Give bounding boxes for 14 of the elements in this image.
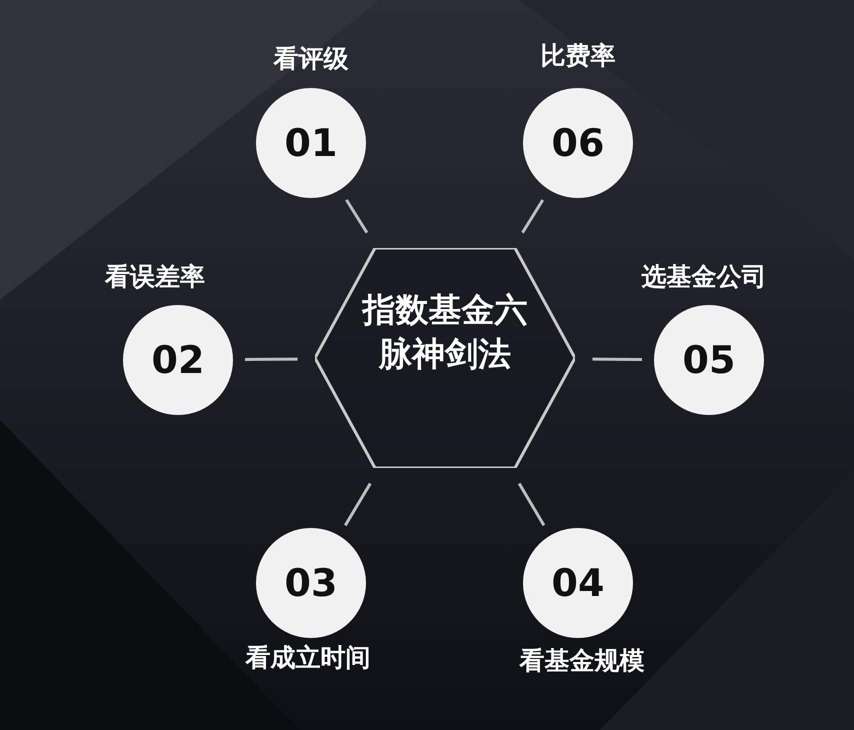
step-heading: 看评级 xyxy=(272,43,350,75)
connector-line xyxy=(344,482,372,526)
connector-line xyxy=(345,199,368,234)
step-heading: 看基金规模 xyxy=(518,645,646,677)
hexagon-node xyxy=(315,248,575,468)
connector-line xyxy=(244,358,298,361)
step-heading: 选基金公司 xyxy=(640,261,768,293)
connector-line xyxy=(521,199,544,234)
step-heading: 看误差率 xyxy=(104,261,206,293)
connector-line xyxy=(518,482,546,526)
step-heading: 比费率 xyxy=(540,40,616,72)
connector-line xyxy=(592,358,642,361)
title-text: 指数基金六脉神剑法 xyxy=(360,289,528,375)
step-heading: 看成立时间 xyxy=(244,642,372,674)
